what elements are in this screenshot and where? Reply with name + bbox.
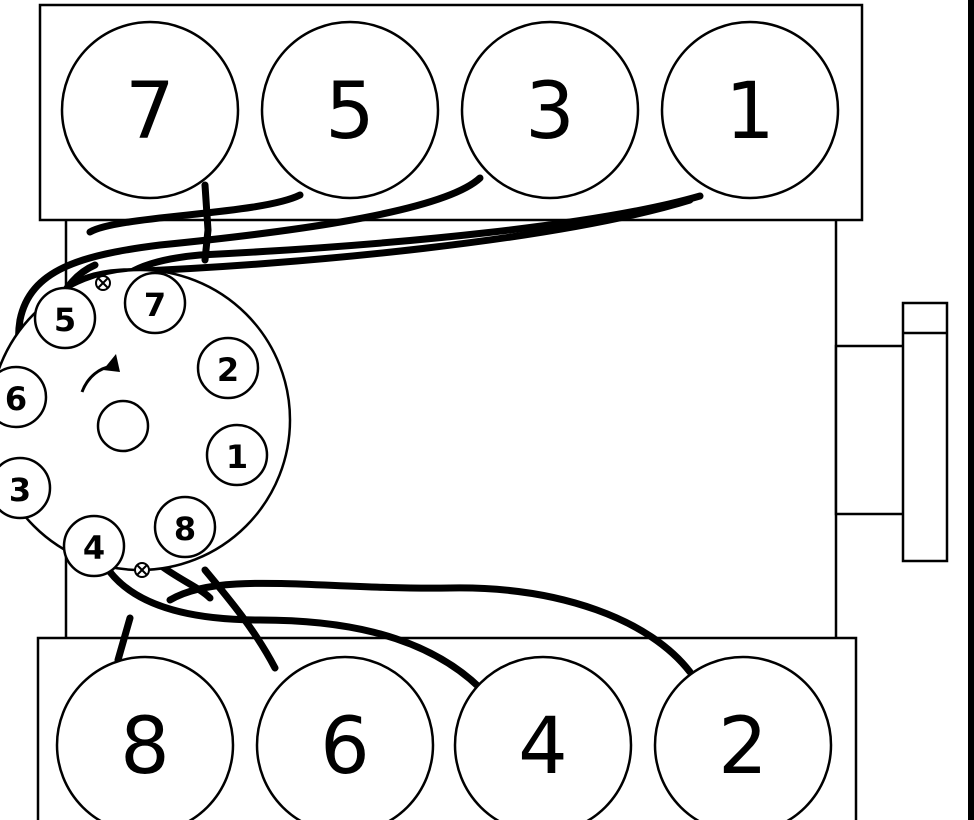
cap-marker-icon: [134, 562, 150, 578]
terminal-7: 7: [123, 271, 187, 335]
terminal-label: 4: [83, 529, 105, 567]
cylinder-label: 6: [320, 702, 370, 792]
terminal-label: 8: [174, 510, 196, 548]
terminal-1: 1: [205, 423, 269, 487]
frame-edge: [968, 0, 974, 820]
cylinder-label: 5: [325, 67, 375, 157]
cylinder-label: 3: [525, 67, 575, 157]
terminal-2: 2: [196, 336, 260, 400]
cylinder-label: 4: [518, 702, 568, 792]
terminal-label: 2: [217, 351, 239, 389]
cylinder-7: 7: [60, 20, 240, 200]
cylinder-5: 5: [260, 20, 440, 200]
bottom-cylinder-bank: 8 6 4 2: [55, 655, 833, 820]
cylinder-label: 1: [725, 67, 775, 157]
terminal-4: 4: [62, 514, 126, 578]
cylinder-6: 6: [255, 655, 435, 820]
terminal-6: 6: [0, 365, 48, 429]
distributor-terminals: 5 7 2 1 8 4 3 6: [0, 271, 269, 578]
terminal-label: 3: [9, 471, 31, 509]
flywheel-housing: [834, 301, 949, 563]
cylinder-2: 2: [653, 655, 833, 820]
terminal-label: 5: [54, 301, 76, 339]
cylinder-label: 7: [125, 67, 175, 157]
rotor-shaft: [96, 399, 150, 453]
terminal-5: 5: [33, 286, 97, 350]
cap-marker-icon: [95, 275, 111, 291]
cylinder-label: 8: [120, 702, 170, 792]
terminal-label: 7: [144, 286, 166, 324]
cylinder-label: 2: [718, 702, 768, 792]
top-cylinder-bank: 7 5 3 1: [60, 20, 840, 200]
cylinder-4: 4: [453, 655, 633, 820]
terminal-3: 3: [0, 456, 52, 520]
terminal-8: 8: [153, 495, 217, 559]
cylinder-1: 1: [660, 20, 840, 200]
terminal-label: 6: [5, 380, 27, 418]
cylinder-8: 8: [55, 655, 235, 820]
terminal-label: 1: [226, 438, 248, 476]
cylinder-3: 3: [460, 20, 640, 200]
